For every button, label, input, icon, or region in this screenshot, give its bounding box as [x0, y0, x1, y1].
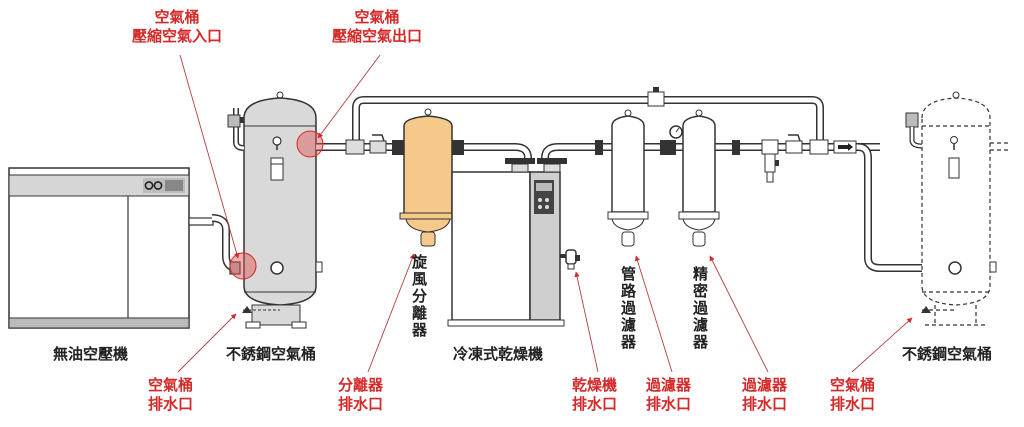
- oil-free-compressor: [8, 167, 190, 329]
- leader-lines: [177, 54, 913, 373]
- tank-inlet-highlight: [229, 252, 257, 280]
- dryer-drain-annotation-line1: 乾燥機: [572, 376, 618, 394]
- tank-2-label: 不銹鋼空氣桶: [902, 345, 993, 363]
- tank-1-drain-annotation-line2: 排水口: [148, 395, 194, 413]
- line-filter: [595, 109, 668, 247]
- flow-arrow-icon: [838, 143, 853, 151]
- bypass-pipe: [352, 87, 824, 150]
- double-circle-logo-icon: [143, 178, 185, 193]
- dryer-drain-annotation-line2: 排水口: [572, 395, 618, 413]
- tank-outlet-annotation-line1: 空氣桶: [354, 8, 400, 26]
- tank-inlet-annotation-line1: 空氣桶: [154, 8, 200, 26]
- tank-outlet-annotation: 空氣桶 壓縮空氣出口: [332, 8, 422, 46]
- tank-2-drain-annotation-line1: 空氣桶: [830, 376, 876, 394]
- tank-1-label: 不銹鋼空氣桶: [226, 345, 317, 363]
- refrigerated-dryer: [447, 158, 580, 327]
- tank-inlet-annotation: 空氣桶 壓縮空氣入口: [132, 8, 222, 46]
- dryer-drain-annotation: 乾燥機 排水口: [572, 376, 617, 414]
- separator-drain-annotation-line2: 排水口: [338, 395, 384, 413]
- stainless-air-tank-2: [921, 97, 1010, 326]
- precision-filter-drain-annotation: 過濾器 排水口: [742, 376, 787, 414]
- tank-1-drain-annotation: 空氣桶 排水口: [148, 376, 193, 414]
- tank-outlet-annotation-line2: 壓縮空氣出口: [332, 27, 423, 45]
- cyclone-separator-label: 旋風分離器: [410, 254, 428, 339]
- separator-drain-annotation-line1: 分離器: [338, 376, 384, 394]
- line-filter-label: 管路過濾器: [619, 266, 637, 351]
- tank-inlet-annotation-line2: 壓縮空氣入口: [132, 27, 223, 45]
- line-filter-drain-annotation-line2: 排水口: [646, 395, 692, 413]
- tank-1-drain-annotation-line1: 空氣桶: [148, 376, 194, 394]
- tank-2-drain-annotation-line2: 排水口: [830, 395, 876, 413]
- compressor-label: 無油空壓機: [53, 345, 129, 363]
- pressure-gauge-icon: [272, 136, 282, 150]
- precision-filter-drain-annotation-line2: 排水口: [742, 395, 788, 413]
- control-panel: [534, 180, 554, 214]
- precision-filter-label: 精密過濾器: [691, 266, 709, 351]
- precision-filter: [668, 109, 740, 247]
- tank-outlet-highlight: [296, 130, 324, 158]
- line-filter-drain-annotation-line1: 過濾器: [646, 376, 692, 394]
- precision-filter-drain-annotation-line1: 過濾器: [742, 376, 788, 394]
- tank-2-fittings: [905, 91, 997, 313]
- line-filter-drain-annotation: 過濾器 排水口: [646, 376, 691, 414]
- cyclone-separator: [392, 108, 464, 247]
- pressure-gauge-icon: [669, 125, 683, 139]
- stainless-air-tank-1: [227, 91, 323, 329]
- separator-drain-annotation: 分離器 排水口: [338, 376, 383, 414]
- tank-2-drain-annotation: 空氣桶 排水口: [830, 376, 875, 414]
- dryer-label: 冷凍式乾燥機: [453, 345, 544, 363]
- compressor-outlet-pipe: [188, 214, 241, 275]
